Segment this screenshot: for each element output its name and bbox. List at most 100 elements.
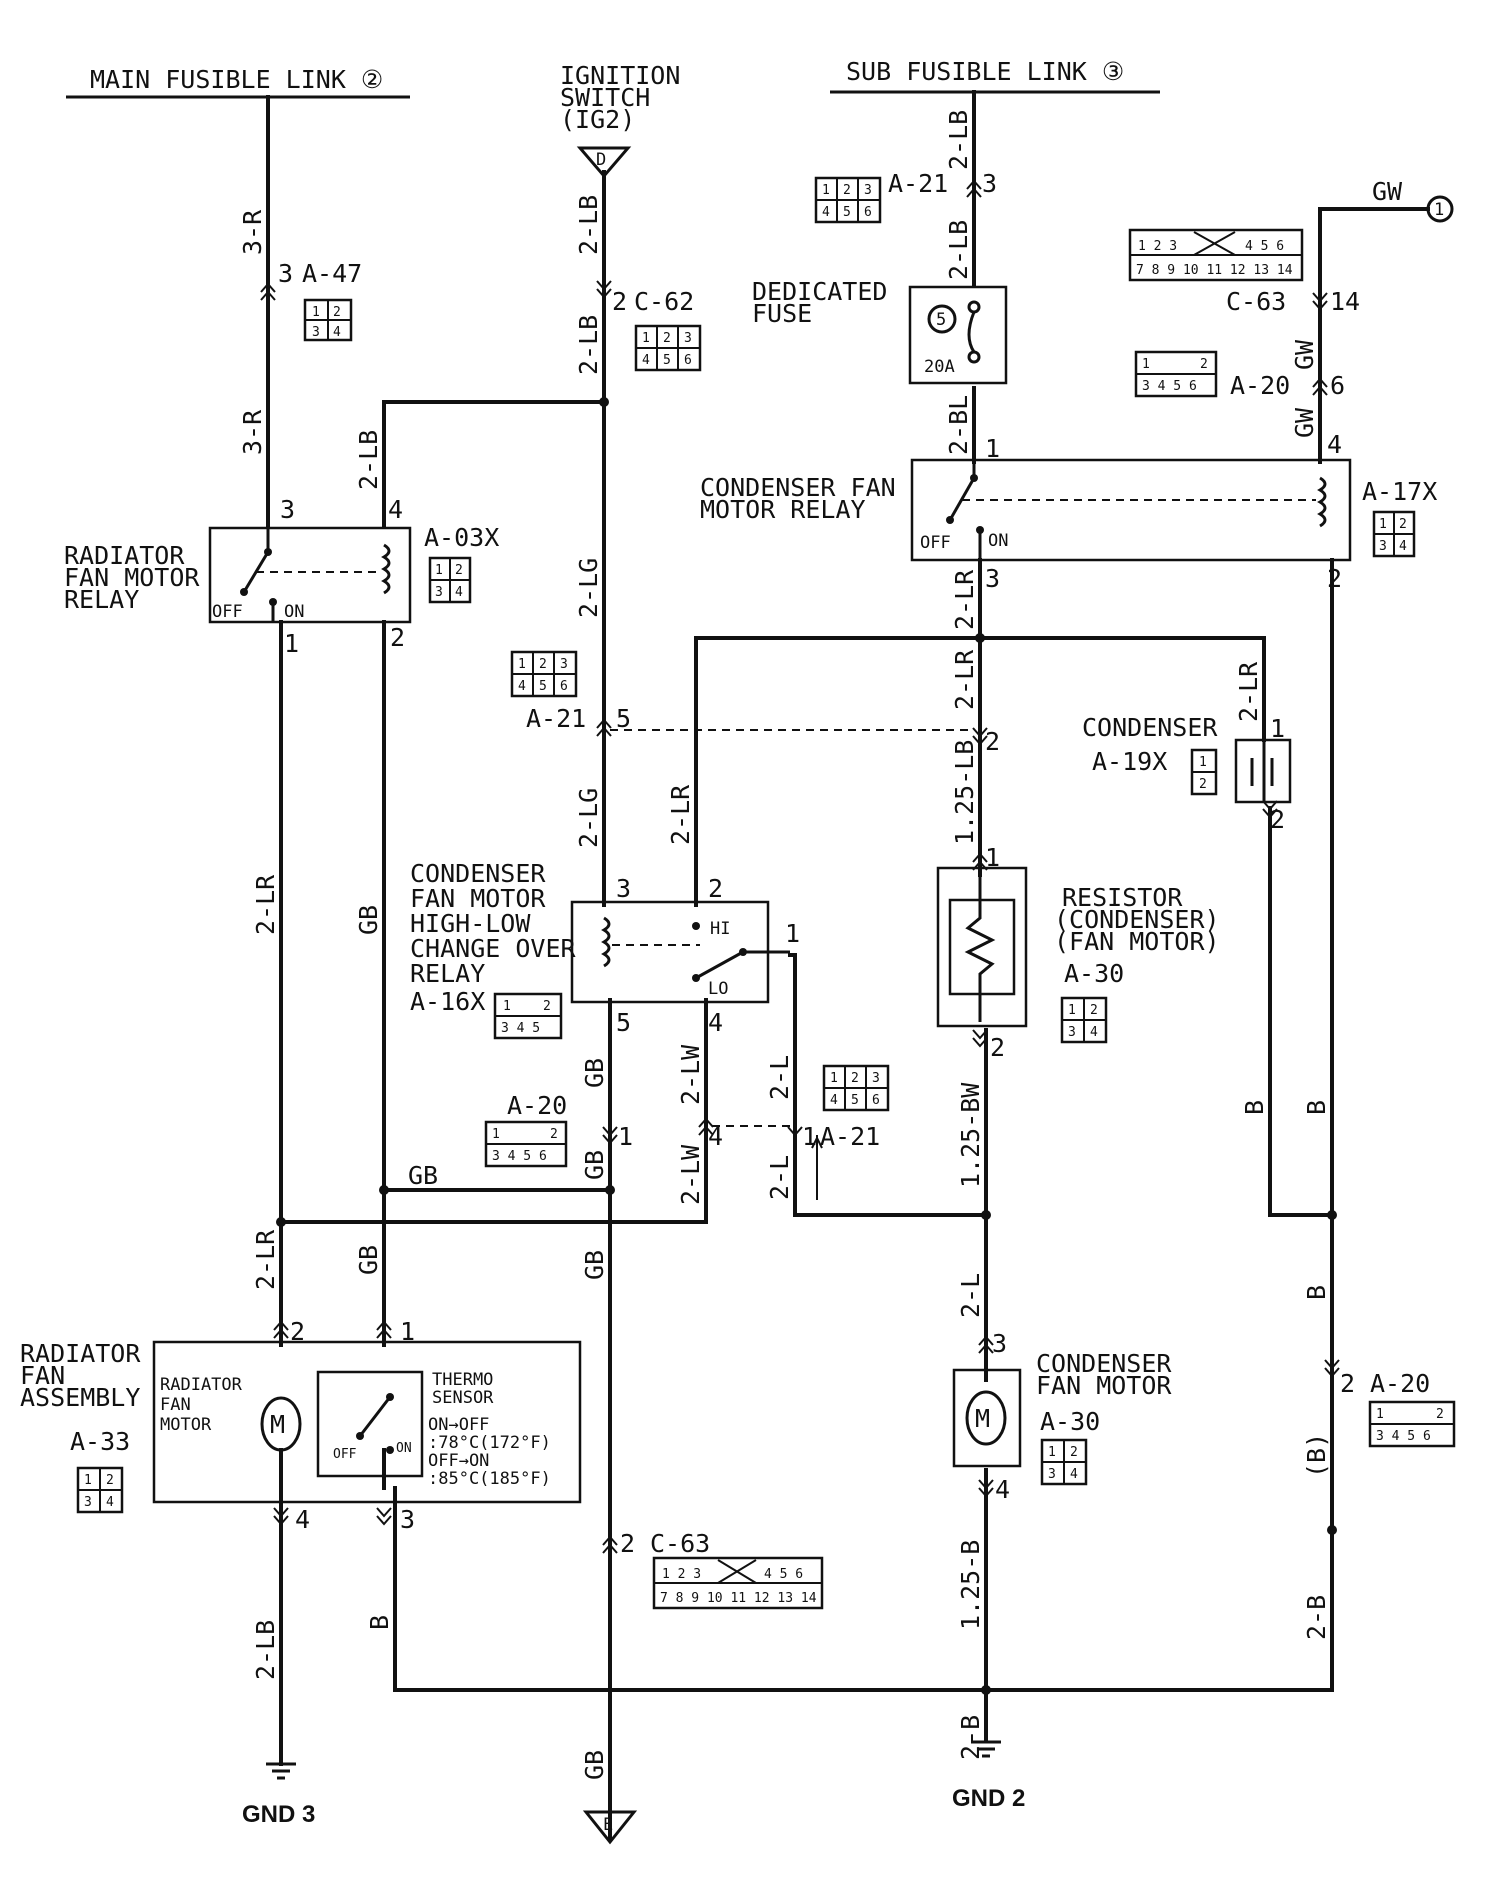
svg-text:ON: ON (396, 1441, 412, 1456)
svg-text:B: B (1302, 1285, 1331, 1300)
svg-text:ON: ON (988, 531, 1008, 551)
svg-text:2: 2 (106, 1473, 114, 1488)
svg-text:2-LW: 2-LW (676, 1044, 705, 1105)
svg-text:1: 1 (1142, 357, 1150, 372)
connector-a21-label-2: A-21 (526, 704, 586, 733)
svg-text:RADIATOR: RADIATOR (20, 1339, 141, 1368)
svg-text:1: 1 (312, 305, 320, 320)
svg-text:4: 4 (708, 1008, 723, 1037)
svg-text:CONDENSER: CONDENSER (1036, 1349, 1172, 1378)
connector-a21-label-3: A-21 (820, 1122, 880, 1151)
ground-gnd2: GND 2 (952, 1740, 1025, 1812)
svg-text:3 4 5 6: 3 4 5 6 (1142, 379, 1197, 394)
svg-text:1: 1 (84, 1473, 92, 1488)
svg-text:GB: GB (580, 1250, 609, 1280)
svg-text:2: 2 (455, 563, 463, 578)
svg-text:A-30: A-30 (1064, 959, 1124, 988)
svg-text:4: 4 (822, 205, 830, 220)
svg-text:6: 6 (684, 353, 692, 368)
svg-text:3: 3 (1068, 1025, 1076, 1040)
svg-text:7 8 9 10 11 12 13 14: 7 8 9 10 11 12 13 14 (1136, 263, 1293, 278)
svg-text:THERMO: THERMO (432, 1370, 493, 1390)
svg-text:4: 4 (295, 1505, 310, 1534)
svg-text:2: 2 (990, 1033, 1005, 1062)
svg-text:FUSE: FUSE (752, 299, 812, 328)
condenser-fan-motor-relay: CONDENSER FAN MOTOR RELAY A-17X OFF ON (700, 458, 1437, 562)
svg-text:2: 2 (851, 1071, 859, 1086)
svg-text:2-LR: 2-LR (950, 649, 979, 710)
svg-text:2: 2 (1436, 1407, 1444, 1422)
svg-text:2: 2 (333, 305, 341, 320)
svg-text:CONDENSER: CONDENSER (1082, 713, 1218, 742)
svg-text:1: 1 (400, 1317, 415, 1346)
svg-text:A-16X: A-16X (410, 987, 485, 1016)
svg-text:3: 3 (1048, 1467, 1056, 1482)
svg-text:2: 2 (1270, 805, 1285, 834)
svg-text:3 4 5: 3 4 5 (501, 1021, 540, 1036)
svg-text:4 5 6: 4 5 6 (764, 1567, 803, 1582)
svg-text:1: 1 (1048, 1445, 1056, 1460)
svg-text:3: 3 (280, 495, 295, 524)
svg-text:DEDICATED: DEDICATED (752, 277, 887, 306)
svg-text:1: 1 (802, 1122, 817, 1151)
svg-text:3 4 5 6: 3 4 5 6 (492, 1149, 547, 1164)
svg-text:2: 2 (1070, 1445, 1078, 1460)
svg-text:1: 1 (284, 629, 299, 658)
svg-text:2: 2 (612, 287, 627, 316)
svg-text:1: 1 (503, 999, 511, 1014)
svg-text:2: 2 (708, 874, 723, 903)
svg-text:2-LB: 2-LB (354, 430, 383, 490)
svg-text:OFF: OFF (333, 1447, 357, 1462)
connector-a20-icon: 1 2 3 4 5 6 (1134, 350, 1218, 398)
svg-text:RESISTOR: RESISTOR (1062, 883, 1183, 912)
dedicated-fuse: DEDICATED FUSE 5 20A (752, 277, 1008, 385)
svg-text:1: 1 (822, 183, 830, 198)
svg-text:4: 4 (106, 1495, 114, 1510)
svg-text:2: 2 (1200, 357, 1208, 372)
svg-text:3: 3 (435, 585, 443, 600)
ignition-label-1: IGNITION (560, 61, 680, 90)
svg-text:2: 2 (1340, 1369, 1355, 1398)
svg-text:B: B (365, 1615, 394, 1630)
connector-c62-label: C-62 (634, 287, 694, 316)
svg-text:B: B (1302, 1100, 1331, 1115)
svg-text:2-LW: 2-LW (676, 1144, 705, 1205)
svg-text:(B): (B) (1302, 1433, 1331, 1478)
svg-text:5: 5 (851, 1093, 859, 1108)
svg-text:GW: GW (1372, 177, 1403, 206)
svg-text:2-BL: 2-BL (944, 395, 973, 455)
svg-text:2: 2 (550, 1127, 558, 1142)
svg-text:RADIATOR: RADIATOR (160, 1375, 243, 1395)
svg-text:3: 3 (400, 1505, 415, 1534)
svg-text:3 4 5 6: 3 4 5 6 (1376, 1429, 1431, 1444)
svg-text:1.25-BW: 1.25-BW (956, 1082, 985, 1188)
svg-text:3: 3 (312, 325, 320, 340)
svg-text:2-LG: 2-LG (574, 788, 603, 848)
svg-text:1 2 3: 1 2 3 (662, 1567, 701, 1582)
svg-text:CONDENSER FAN: CONDENSER FAN (700, 473, 896, 502)
e-terminal: E (582, 1810, 638, 1845)
svg-text:1: 1 (492, 1127, 500, 1142)
svg-text:2: 2 (663, 331, 671, 346)
svg-text:4 5 6: 4 5 6 (1245, 239, 1284, 254)
svg-text:4: 4 (518, 679, 526, 694)
svg-text:3: 3 (616, 874, 631, 903)
svg-text:3: 3 (1379, 539, 1387, 554)
svg-text:FAN MOTOR: FAN MOTOR (1036, 1371, 1172, 1400)
connector-c63-label-2: C-63 (650, 1529, 710, 1558)
svg-text:MOTOR RELAY: MOTOR RELAY (700, 495, 866, 524)
svg-text:RELAY: RELAY (410, 959, 485, 988)
svg-text:OFF: OFF (920, 533, 951, 553)
svg-text:LO: LO (708, 979, 728, 999)
ground-gnd3: GND 3 (242, 1762, 315, 1828)
svg-text:1: 1 (518, 657, 526, 672)
svg-text:2: 2 (290, 1317, 305, 1346)
svg-text:GW: GW (1290, 407, 1319, 438)
